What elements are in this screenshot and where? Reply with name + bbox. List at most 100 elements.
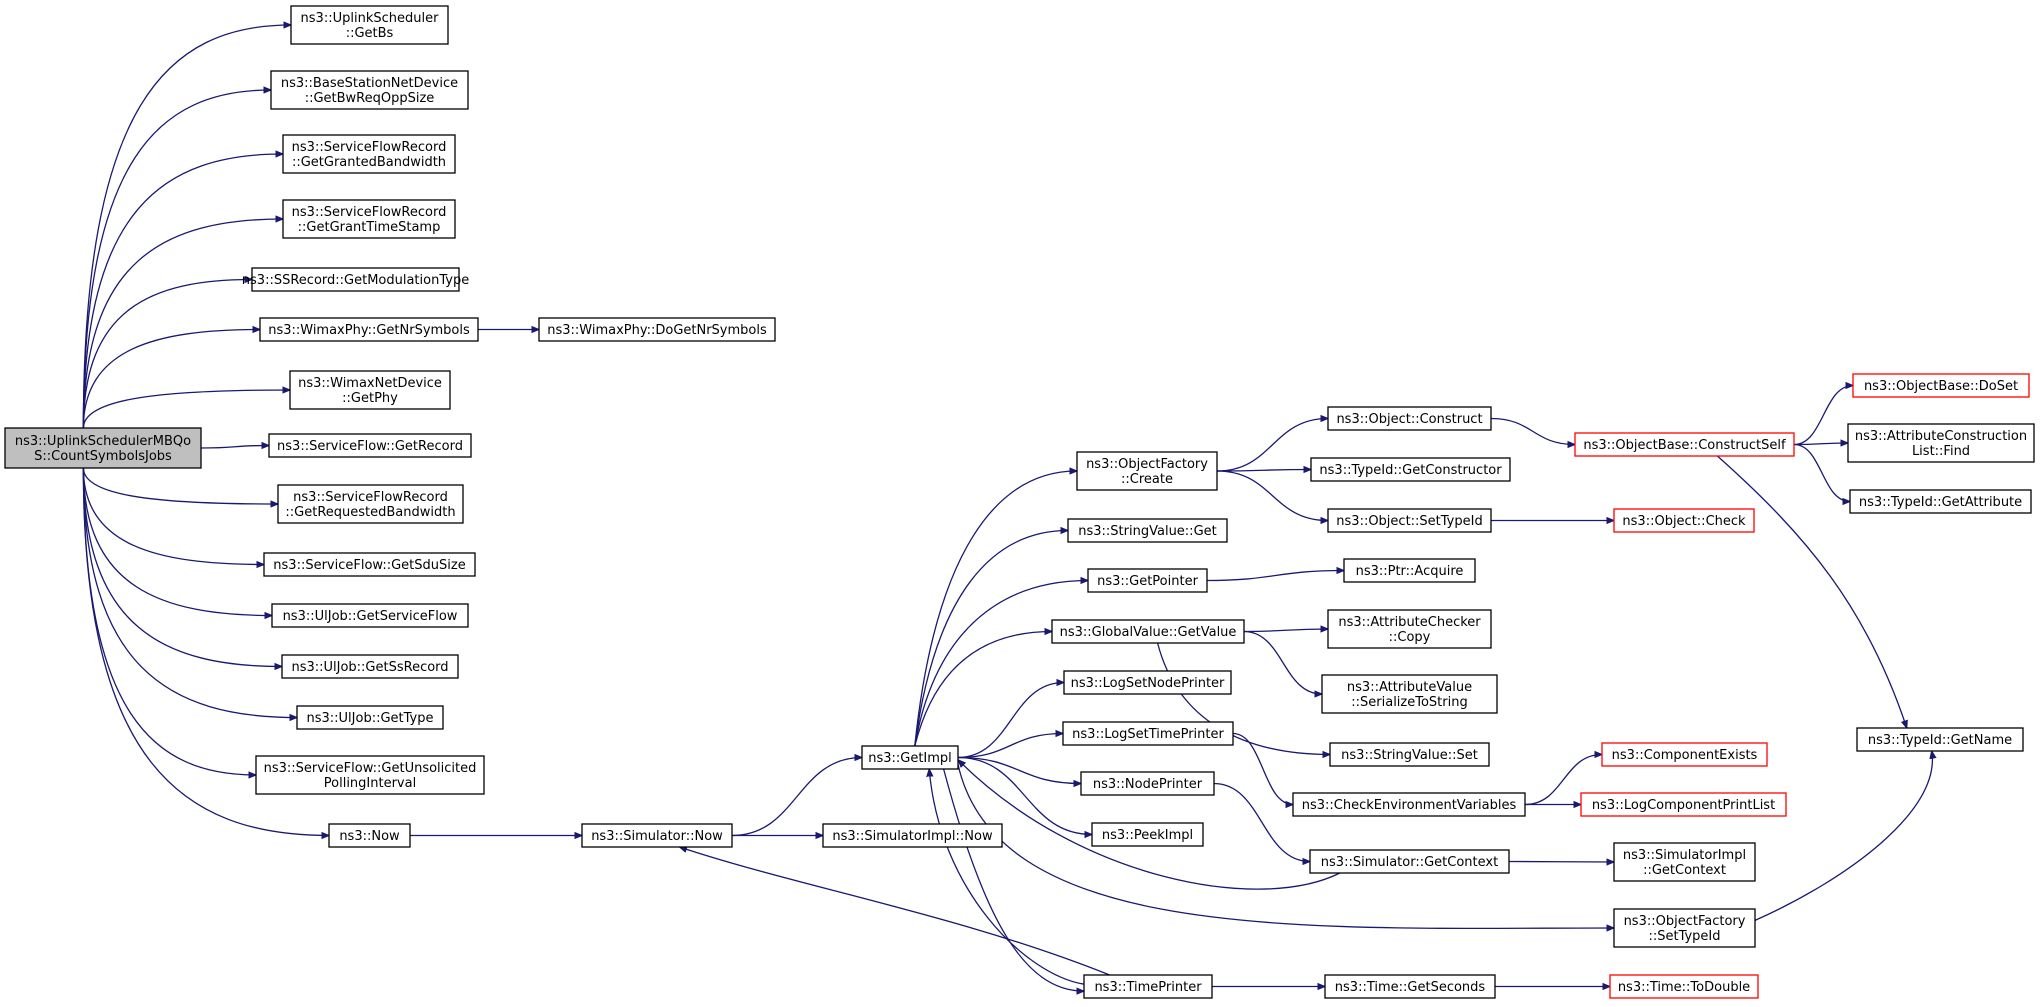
node-getnrsym[interactable]: ns3::WimaxPhy::GetNrSymbols — [259, 317, 479, 342]
node-label: ns3::WimaxNetDevice — [298, 376, 442, 391]
node-label: ns3::TypeId::GetName — [1868, 733, 2012, 748]
node-ofcreate[interactable]: ns3::ObjectFactory::Create — [1076, 451, 1218, 491]
edge-getimpl-to-nodeprinter — [957, 756, 1081, 784]
node-ofsettypeid[interactable]: ns3::ObjectFactory::SetTypeId — [1613, 908, 1756, 948]
node-box — [1327, 406, 1492, 431]
node-getrecord[interactable]: ns3::ServiceFlow::GetRecord — [268, 433, 472, 458]
node-doset[interactable]: ns3::ObjectBase::DoSet — [1852, 373, 2030, 398]
node-box — [1310, 457, 1511, 482]
edge-simnow-to-getimpl — [731, 758, 862, 837]
node-getpointer[interactable]: ns3::GetPointer — [1087, 568, 1208, 593]
node-label: ns3::AttributeConstruction — [1855, 429, 2027, 444]
node-simimplnow[interactable]: ns3::SimulatorImpl::Now — [822, 823, 1003, 848]
node-box — [1609, 974, 1759, 999]
node-attrcheckcopy[interactable]: ns3::AttributeChecker::Copy — [1327, 609, 1492, 649]
node-box — [290, 5, 449, 45]
edge-getimpl-to-timeprinter — [942, 768, 1084, 991]
node-label: ns3::Object::Check — [1622, 514, 1746, 529]
node-getimpl[interactable]: ns3::GetImpl — [861, 745, 959, 770]
node-simnow[interactable]: ns3::Simulator::Now — [581, 823, 733, 848]
edge-root-to-unsolicited — [82, 467, 256, 775]
node-constructself[interactable]: ns3::ObjectBase::ConstructSelf — [1574, 432, 1795, 457]
node-label: ns3::ObjectBase::ConstructSelf — [1583, 438, 1786, 453]
edge-logtime-to-checkenv — [1232, 732, 1293, 805]
node-simimplctx[interactable]: ns3::SimulatorImpl::GetContext — [1613, 842, 1756, 882]
node-label: ::GetContext — [1643, 863, 1726, 878]
node-getbwreq[interactable]: ns3::BaseStationNetDevice::GetBwReqOppSi… — [270, 70, 469, 110]
node-label: ::Copy — [1389, 630, 1431, 645]
node-label: ::SetTypeId — [1648, 929, 1720, 944]
node-getattribute[interactable]: ns3::TypeId::GetAttribute — [1849, 489, 2032, 514]
node-modtype[interactable]: ns3::SSRecord::GetModulationType — [242, 267, 469, 292]
node-peekimpl[interactable]: ns3::PeekImpl — [1091, 822, 1204, 847]
node-attrvalser[interactable]: ns3::AttributeValue::SerializeToString — [1321, 674, 1498, 714]
node-simgetctx[interactable]: ns3::Simulator::GetContext — [1309, 849, 1510, 874]
node-checkenv[interactable]: ns3::CheckEnvironmentVariables — [1292, 792, 1526, 817]
node-getname[interactable]: ns3::TypeId::GetName — [1856, 727, 2024, 752]
node-now[interactable]: ns3::Now — [328, 823, 411, 848]
node-box — [251, 267, 460, 292]
node-logcompprint[interactable]: ns3::LogComponentPrintList — [1580, 792, 1787, 817]
node-box — [1613, 908, 1756, 948]
edge-root-to-grantedbw — [82, 154, 283, 429]
edge-getpointer-to-ptracquire — [1206, 571, 1344, 582]
node-nodeprinter[interactable]: ns3::NodePrinter — [1080, 771, 1215, 796]
node-getconstructor[interactable]: ns3::TypeId::GetConstructor — [1310, 457, 1511, 482]
node-ulsf[interactable]: ns3::UlJob::GetServiceFlow — [271, 603, 469, 628]
edge-ofcreate-to-getconstructor — [1216, 470, 1311, 472]
node-logtime[interactable]: ns3::LogSetTimePrinter — [1062, 721, 1234, 746]
node-label: ns3::ServiceFlow::GetUnsolicited — [264, 761, 477, 776]
node-sdusize[interactable]: ns3::ServiceFlow::GetSduSize — [263, 552, 476, 577]
node-box — [1080, 771, 1215, 796]
node-label: ns3::ObjectFactory — [1086, 457, 1208, 472]
node-label: ns3::StringValue::Set — [1341, 748, 1478, 763]
node-compexists[interactable]: ns3::ComponentExists — [1601, 742, 1768, 767]
node-box — [328, 823, 411, 848]
node-strset[interactable]: ns3::StringValue::Set — [1329, 742, 1490, 767]
node-unsolicited[interactable]: ns3::ServiceFlow::GetUnsolicitedPollingI… — [255, 755, 485, 795]
node-gvgetvalue[interactable]: ns3::GlobalValue::GetValue — [1051, 619, 1245, 644]
edge-getimpl-to-lognode — [957, 683, 1064, 759]
node-todouble[interactable]: ns3::Time::ToDouble — [1609, 974, 1759, 999]
node-label: List::Find — [1912, 444, 1970, 459]
node-label: ns3::StringValue::Get — [1078, 524, 1216, 539]
node-box — [1852, 373, 2030, 398]
node-reqbw[interactable]: ns3::ServiceFlowRecord::GetRequestedBand… — [277, 484, 464, 524]
node-settypeid[interactable]: ns3::Object::SetTypeId — [1327, 508, 1492, 533]
edge-root-to-getbwreq — [82, 90, 271, 429]
node-ultype[interactable]: ns3::UlJob::GetType — [296, 705, 444, 730]
node-box — [1329, 742, 1490, 767]
node-label: ns3::Ptr::Acquire — [1356, 564, 1464, 579]
node-label: ns3::UplinkSchedulerMBQo — [15, 434, 191, 449]
edge-constructself-to-getattribute — [1793, 443, 1850, 502]
node-label: ns3::BaseStationNetDevice — [281, 76, 458, 91]
node-strget[interactable]: ns3::StringValue::Get — [1067, 518, 1228, 543]
edge-objconstruct-to-constructself — [1490, 417, 1575, 445]
node-label: ns3::ServiceFlow::GetSduSize — [273, 558, 465, 573]
node-label: ns3::UlJob::GetServiceFlow — [283, 609, 458, 624]
node-label: ns3::TimePrinter — [1094, 980, 1202, 995]
node-getphy[interactable]: ns3::WimaxNetDevice::GetPhy — [289, 370, 451, 410]
node-box — [1091, 822, 1204, 847]
node-timeprinter[interactable]: ns3::TimePrinter — [1083, 974, 1213, 999]
edge-root-to-now — [82, 467, 329, 836]
node-granttime[interactable]: ns3::ServiceFlowRecord::GetGrantTimeStam… — [282, 199, 456, 239]
node-label: ns3::PeekImpl — [1102, 828, 1193, 843]
edge-constructself-to-doset — [1793, 386, 1853, 446]
edge-root-to-granttime — [82, 219, 283, 429]
node-gettseconds[interactable]: ns3::Time::GetSeconds — [1324, 974, 1496, 999]
node-label: ::GetRequestedBandwidth — [285, 505, 455, 520]
node-box — [1343, 558, 1476, 583]
node-label: ns3::SimulatorImpl — [1623, 848, 1746, 863]
node-box — [1601, 742, 1768, 767]
node-root[interactable]: ns3::UplinkSchedulerMBQoS::CountSymbolsJ… — [4, 427, 202, 469]
node-ulss[interactable]: ns3::UlJob::GetSsRecord — [281, 654, 459, 679]
node-grantedbw[interactable]: ns3::ServiceFlowRecord::GetGrantedBandwi… — [282, 134, 456, 174]
node-getbs[interactable]: ns3::UplinkScheduler::GetBs — [290, 5, 449, 45]
node-dogetnrsym[interactable]: ns3::WimaxPhy::DoGetNrSymbols — [538, 317, 776, 342]
node-ptracquire[interactable]: ns3::Ptr::Acquire — [1343, 558, 1476, 583]
node-lognode[interactable]: ns3::LogSetNodePrinter — [1063, 670, 1232, 695]
node-objconstruct[interactable]: ns3::Object::Construct — [1327, 406, 1492, 431]
node-objcheck[interactable]: ns3::Object::Check — [1613, 508, 1755, 533]
